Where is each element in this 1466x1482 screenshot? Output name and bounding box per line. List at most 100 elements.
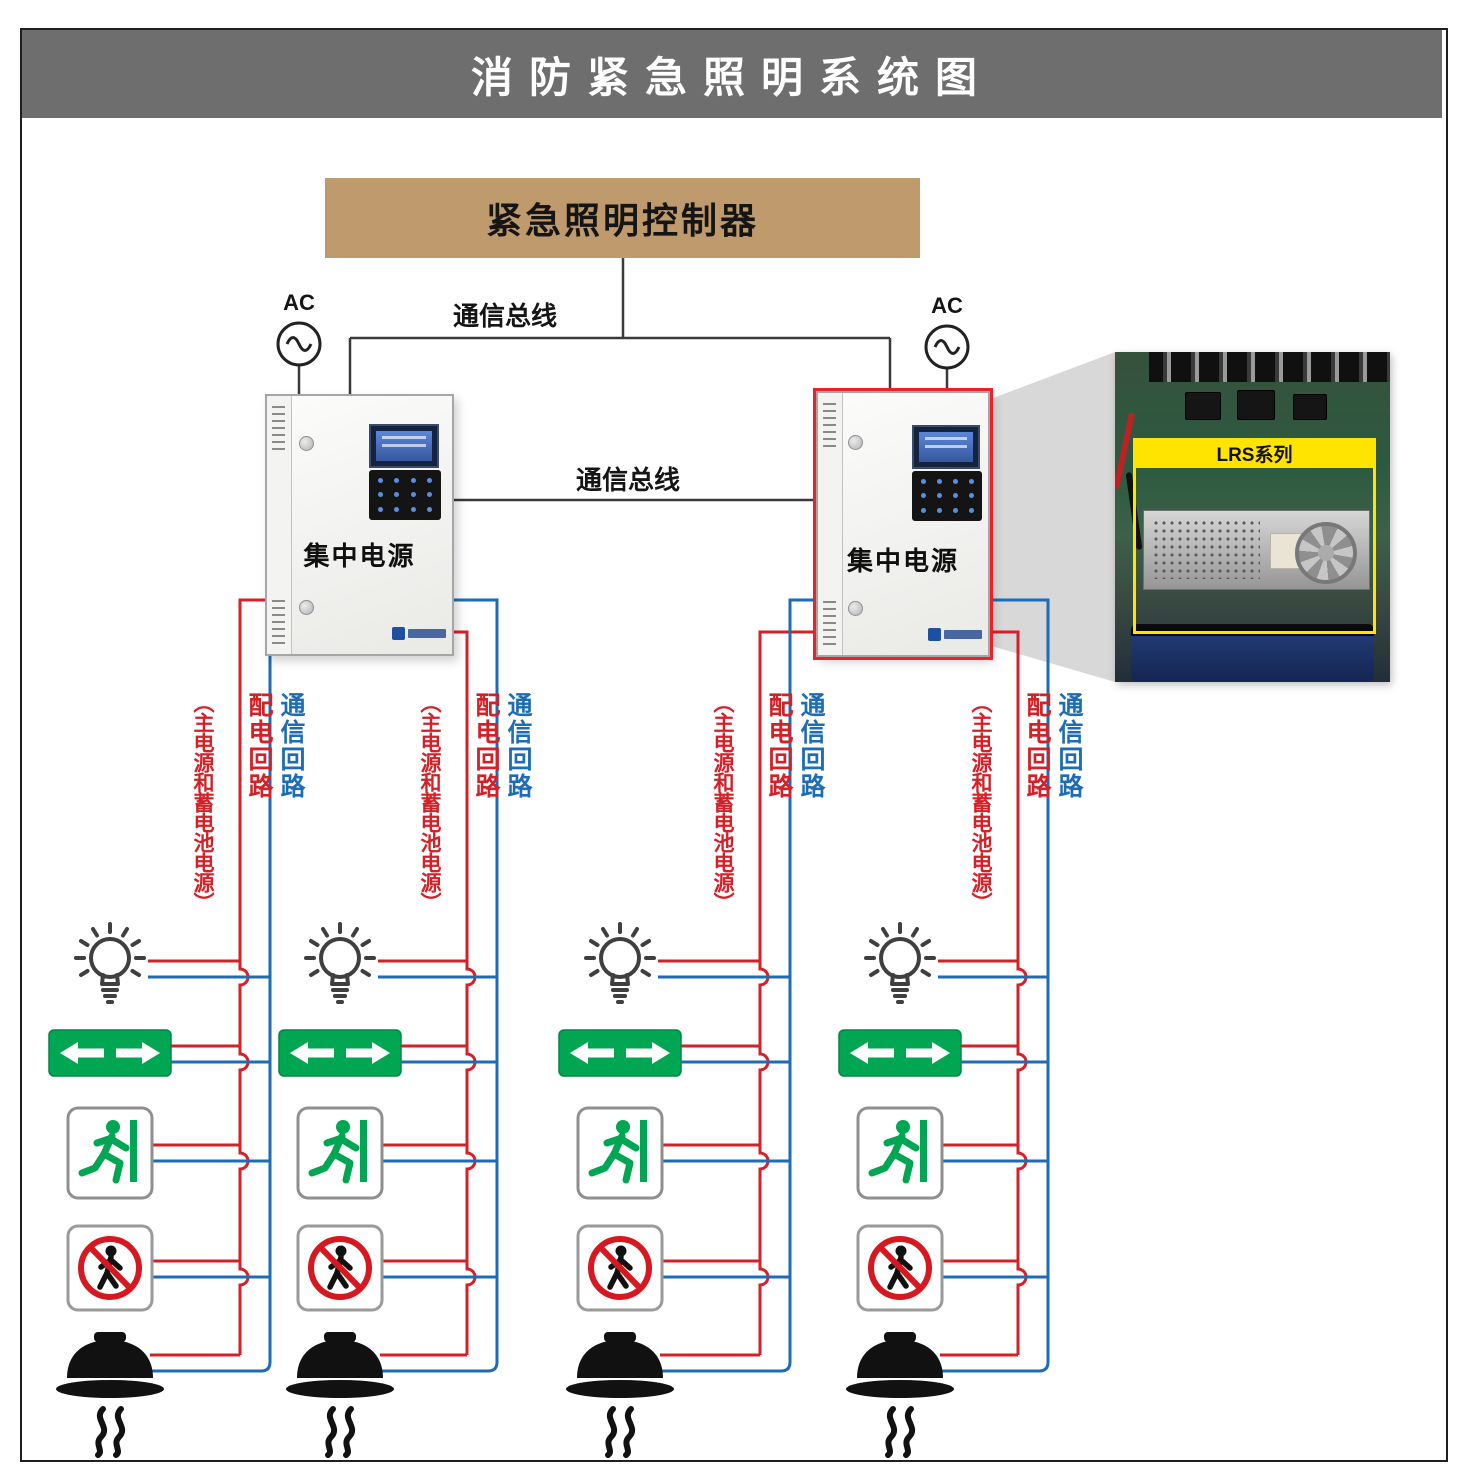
- smoke-detector-icon: [286, 1332, 394, 1398]
- bulb-icon: [584, 922, 656, 1004]
- vent-slots-icon: [823, 601, 836, 645]
- power-circuit-label-3: 配电回路: [765, 692, 793, 800]
- lrs-power-supply: [1143, 510, 1370, 590]
- smoke-detector: [284, 1330, 396, 1398]
- power-riser-1: [238, 598, 265, 1355]
- ac-sine-icon: [285, 336, 961, 355]
- comm-taps-3: [658, 975, 790, 1279]
- direction-exit-sign: [48, 1029, 172, 1077]
- screw-icon: [299, 600, 314, 615]
- page-title: 消防紧急照明系统图: [22, 30, 1442, 118]
- power-riser-3: [758, 630, 816, 1355]
- smoke-detector: [54, 1330, 166, 1398]
- comm-circuit-label-3: 通信回路: [797, 692, 825, 800]
- smoke-waves-icon: [88, 1406, 132, 1458]
- power-circuit-sublabel-4: （主电源和蓄电池电源）: [969, 692, 992, 912]
- power-taps-3: [658, 959, 760, 1357]
- screw-icon: [848, 601, 863, 616]
- running-man-icon: [66, 1106, 154, 1200]
- running-man-exit-sign: [296, 1106, 384, 1200]
- cabinet-lcd-screen: [369, 424, 439, 468]
- power-circuit-sublabel-2: （主电源和蓄电池电源）: [418, 692, 441, 912]
- running-man-exit-sign: [576, 1106, 664, 1200]
- running-man-exit-sign: [856, 1106, 944, 1200]
- lrs-series-label: LRS系列: [1133, 438, 1376, 468]
- cabinet-brand-logo: [392, 627, 446, 640]
- comm-circuit-label-2: 通信回路: [504, 692, 532, 800]
- relay-component: [1237, 390, 1275, 420]
- cabinet-hinge: [818, 393, 843, 655]
- comm-riser-2: [380, 598, 499, 1373]
- comm-riser-1: [150, 652, 272, 1373]
- comm-riser-4: [940, 598, 1050, 1373]
- direction-exit-sign: [838, 1029, 962, 1077]
- running-man-icon: [576, 1106, 664, 1200]
- power-riser-4: [986, 630, 1028, 1355]
- smoke-waves-icon: [878, 1406, 922, 1458]
- power-circuit-sublabel-1: （主电源和蓄电池电源）: [191, 692, 214, 912]
- cabinet-hinge: [267, 396, 292, 654]
- ac-label-left: AC: [283, 290, 315, 315]
- cabinet-lcd-screen: [912, 425, 980, 469]
- power-circuit-sublabel-3: （主电源和蓄电池电源）: [711, 692, 734, 912]
- power-circuit-label-2: 配电回路: [472, 692, 500, 800]
- comm-circuit-label-1: 通信回路: [277, 692, 305, 800]
- vent-slots-icon: [272, 600, 285, 644]
- no-pedestrian-sign: [296, 1224, 384, 1312]
- no-pedestrian-icon: [296, 1224, 384, 1312]
- emergency-light: [855, 920, 945, 1015]
- smoke-detector: [564, 1330, 676, 1398]
- emergency-light: [65, 920, 155, 1015]
- comm-bus-label-top: 通信总线: [452, 301, 557, 331]
- double-arrow-icon: [558, 1029, 682, 1077]
- comm-riser-3: [660, 598, 816, 1373]
- no-pedestrian-sign: [856, 1224, 944, 1312]
- bulb-icon: [74, 922, 146, 1004]
- running-man-exit-sign: [66, 1106, 154, 1200]
- comm-circuit-label-4: 通信回路: [1055, 692, 1083, 800]
- cabinet-brand-logo: [928, 628, 982, 641]
- cabinet-label: 集中电源: [846, 546, 959, 576]
- central-power-cabinet-right: 集中电源: [816, 391, 990, 657]
- psu-vent-holes: [1152, 519, 1260, 579]
- smoke-detector-icon: [566, 1332, 674, 1398]
- smoke-detector-icon: [846, 1332, 954, 1398]
- direction-exit-sign: [558, 1029, 682, 1077]
- comm-taps-2: [378, 975, 497, 1279]
- vent-slots-icon: [823, 403, 836, 447]
- cabinet-keypad[interactable]: [912, 471, 982, 521]
- power-taps-2: [378, 959, 467, 1357]
- comm-risers: [148, 598, 1050, 1373]
- cabinet-label: 集中电源: [303, 541, 416, 571]
- emergency-light: [575, 920, 665, 1015]
- no-pedestrian-sign: [576, 1224, 664, 1312]
- smoke-waves-icon: [598, 1406, 642, 1458]
- screw-icon: [299, 436, 314, 451]
- double-arrow-icon: [838, 1029, 962, 1077]
- comm-bus-label-mid: 通信总线: [575, 465, 680, 495]
- power-circuit-label-4: 配电回路: [1023, 692, 1051, 800]
- vent-slots-icon: [272, 406, 285, 450]
- emergency-light: [295, 920, 385, 1015]
- power-taps-1: [148, 959, 240, 1357]
- smoke-detector-icon: [56, 1332, 164, 1398]
- no-pedestrian-sign: [66, 1224, 154, 1312]
- power-circuit-label-1: 配电回路: [245, 692, 273, 800]
- no-pedestrian-icon: [576, 1224, 664, 1312]
- comm-taps-4: [938, 975, 1048, 1279]
- central-power-cabinet-left: 集中电源: [265, 394, 454, 656]
- smoke-waves-icon: [318, 1406, 362, 1458]
- cabinet-keypad[interactable]: [369, 470, 441, 520]
- bulb-icon: [304, 922, 376, 1004]
- power-risers: [148, 598, 1028, 1357]
- power-riser-2: [450, 630, 477, 1355]
- running-man-icon: [856, 1106, 944, 1200]
- no-pedestrian-icon: [66, 1224, 154, 1312]
- smoke-detector: [844, 1330, 956, 1398]
- diagram-frame: [20, 28, 1448, 1462]
- relay-component: [1185, 392, 1221, 420]
- terminal-strip: [1149, 352, 1390, 382]
- detail-photo: LRS系列: [1115, 352, 1390, 682]
- running-man-icon: [296, 1106, 384, 1200]
